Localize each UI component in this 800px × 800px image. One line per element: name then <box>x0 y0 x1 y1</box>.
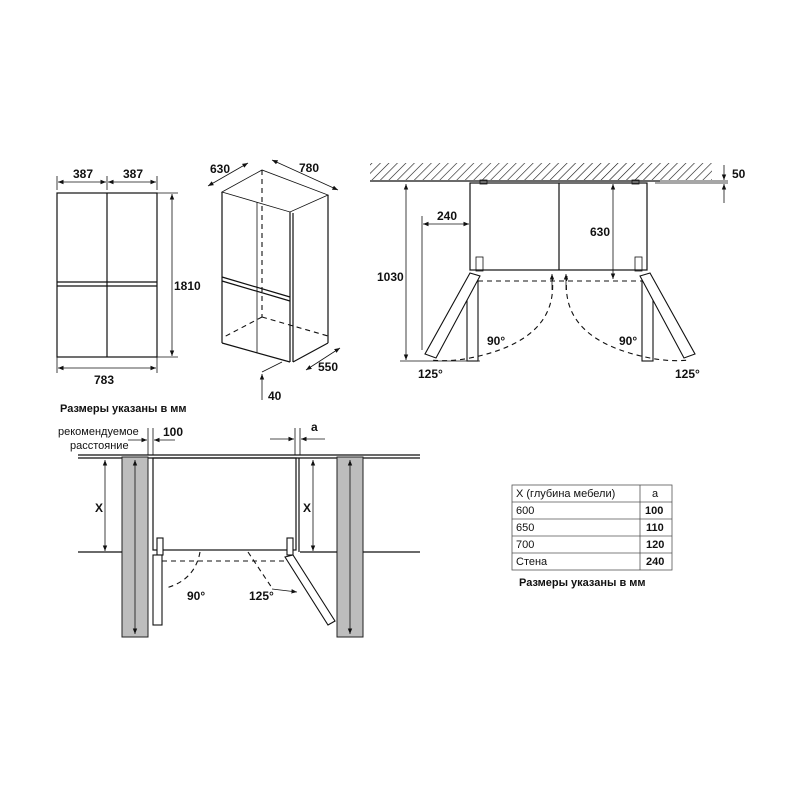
table-cell: 700 <box>516 539 534 551</box>
recommended-distance-value: 100 <box>163 425 183 439</box>
recommended-distance-line2: расстояние <box>70 440 129 452</box>
recommended-distance-line1: рекомендуемое <box>58 426 139 438</box>
fridge-niche <box>152 457 297 551</box>
installation-view: рекомендуемое расстояние 100 a X X 90° 1… <box>58 420 420 638</box>
table-cell: 120 <box>646 539 664 551</box>
table-header-x: X (глубина мебели) <box>516 488 615 500</box>
units-caption-table: Размеры указаны в мм <box>519 577 646 589</box>
left-door-open <box>152 554 163 626</box>
angle-right-125: 125° <box>675 367 700 381</box>
angle-left-90: 90° <box>487 334 505 348</box>
iso-view: 630 780 550 40 <box>207 159 341 403</box>
wall-hatch <box>370 163 712 180</box>
table-cell: 240 <box>646 556 664 568</box>
clearance-table: X (глубина мебели) a 600 100 650 110 700… <box>511 484 673 589</box>
depth-label: 630 <box>210 162 230 176</box>
total-depth-open-label: 1030 <box>377 270 404 284</box>
top-depth-label: 630 <box>590 225 610 239</box>
height-label: 1810 <box>174 279 201 293</box>
table-cell: 110 <box>646 522 664 534</box>
top-view: 1030 240 630 50 90° 125° 90° 125° <box>370 163 746 381</box>
table-header-a: a <box>652 488 659 500</box>
total-width-label: 783 <box>94 373 114 387</box>
angle-right-90: 90° <box>619 334 637 348</box>
width-right-label: 387 <box>123 167 143 181</box>
right-door-open <box>284 554 336 626</box>
angle-90-label: 90° <box>187 589 205 603</box>
x-right-label: X <box>303 501 311 515</box>
diagonal-label: 780 <box>299 161 319 175</box>
left-door-125 <box>424 272 481 359</box>
units-caption-top: Размеры указаны в мм <box>60 403 187 415</box>
front-view: 387 387 1810 783 <box>56 167 201 387</box>
angle-left-125: 125° <box>418 367 443 381</box>
clearance-side-label: 240 <box>437 209 457 223</box>
right-door-125 <box>639 272 696 359</box>
angle-125-label: 125° <box>249 589 274 603</box>
table-cell: 600 <box>516 505 534 517</box>
table-cell: Стена <box>516 556 548 568</box>
wall-gap-label: 50 <box>732 167 746 181</box>
table-cell: 100 <box>645 505 663 517</box>
table-cell: 650 <box>516 522 534 534</box>
bottom-gap-label: 40 <box>268 389 282 403</box>
depth-no-door-label: 550 <box>318 360 338 374</box>
x-left-label: X <box>95 501 103 515</box>
width-left-label: 387 <box>73 167 93 181</box>
gap-a-label: a <box>311 420 318 434</box>
